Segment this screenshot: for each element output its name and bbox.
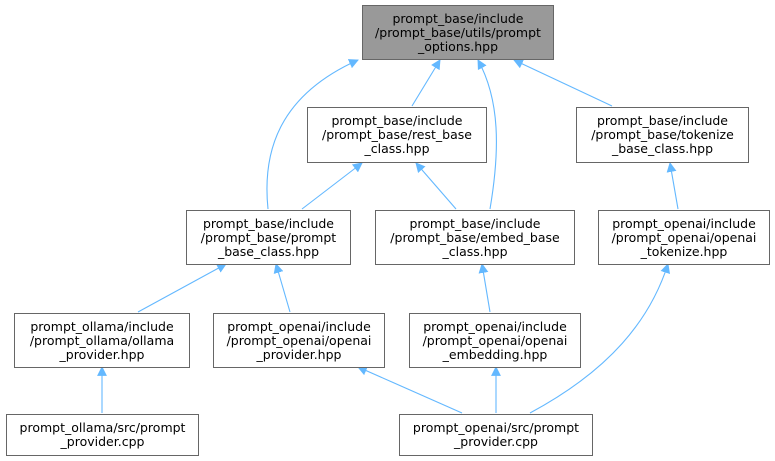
node-openai-embedding-line-1: prompt_openai/include xyxy=(423,318,567,334)
edge-openai-provider-cpp-to-openai-provider-hpp xyxy=(357,366,463,414)
edge-prompt-base-to-options xyxy=(266,59,359,210)
node-rest-base-class[interactable]: prompt_base/include /prompt_base/rest_ba… xyxy=(307,107,487,163)
node-prompt-options-line-2: /prompt_base/utils/prompt xyxy=(375,24,541,40)
node-openai-embedding-line-2: /prompt_openai/openai xyxy=(422,332,568,348)
edge-openai-embedding-to-embed-base xyxy=(478,263,491,313)
node-openai-provider-cpp[interactable]: prompt_openai/src/prompt _provider.cpp xyxy=(399,414,593,456)
node-prompt-options-line-1: prompt_base/include xyxy=(392,10,524,26)
node-rest-base-class-line-2: /prompt_base/rest_base xyxy=(322,127,472,142)
node-ollama-provider-hpp-line-2: /prompt_ollama/ollama xyxy=(29,332,175,348)
node-prompt-base-class-line-2: /prompt_base/prompt xyxy=(200,229,337,245)
node-ollama-provider-hpp-line-3: _provider.hpp xyxy=(59,346,145,362)
edge-openai-tokenize-to-tokenize-base xyxy=(666,162,679,210)
node-openai-provider-hpp-line-1: prompt_openai/include xyxy=(227,318,371,334)
node-embed-base-class-line-2: /prompt_base/embed_base xyxy=(390,229,560,245)
node-tokenize-base-class-line-3: _base_class.hpp xyxy=(611,141,714,156)
node-openai-provider-cpp-line-2: _provider.cpp xyxy=(454,434,538,449)
node-openai-embedding-line-3: _embedding.hpp xyxy=(442,346,548,362)
node-ollama-provider-cpp[interactable]: prompt_ollama/src/prompt _provider.cpp xyxy=(6,414,199,456)
node-rest-base-class-line-1: prompt_base/include xyxy=(331,113,463,128)
node-tokenize-base-class-line-1: prompt_base/include xyxy=(596,113,728,128)
node-prompt-base-class[interactable]: prompt_base/include /prompt_base/prompt … xyxy=(186,210,351,265)
node-prompt-base-class-line-1: prompt_base/include xyxy=(202,215,334,231)
node-rest-base-class-line-3: _class.hpp xyxy=(364,141,430,156)
node-prompt-base-class-line-3: _base_class.hpp xyxy=(217,243,320,259)
edge-openai-provider-cpp-to-openai-tokenize xyxy=(529,263,670,414)
node-tokenize-base-class-line-2: /prompt_base/tokenize xyxy=(591,127,734,142)
node-openai-tokenize-line-2: /prompt_openai/openai xyxy=(611,229,757,245)
node-openai-tokenize[interactable]: prompt_openai/include /prompt_openai/ope… xyxy=(598,210,770,265)
edge-tokenize-base-to-options xyxy=(513,59,613,107)
node-embed-base-class-line-3: _class.hpp xyxy=(442,243,508,259)
node-openai-embedding[interactable]: prompt_openai/include /prompt_openai/ope… xyxy=(409,313,581,368)
node-openai-provider-hpp-line-3: _provider.hpp xyxy=(256,346,342,362)
node-openai-provider-hpp[interactable]: prompt_openai/include /prompt_openai/ope… xyxy=(213,313,385,368)
edge-embed-base-to-options xyxy=(477,59,497,210)
node-embed-base-class-line-1: prompt_base/include xyxy=(409,215,541,231)
node-embed-base-class[interactable]: prompt_base/include /prompt_base/embed_b… xyxy=(375,210,575,265)
node-ollama-provider-hpp-line-1: prompt_ollama/include xyxy=(30,318,174,334)
edge-openai-provider-hpp-to-prompt-base xyxy=(273,263,291,313)
node-tokenize-base-class[interactable]: prompt_base/include /prompt_base/tokeniz… xyxy=(576,107,749,163)
edge-ollama-provider-hpp-to-prompt-base xyxy=(137,263,227,313)
node-ollama-provider-cpp-line-2: _provider.cpp xyxy=(60,434,145,449)
node-openai-tokenize-line-1: prompt_openai/include xyxy=(612,215,756,231)
node-ollama-provider-hpp[interactable]: prompt_ollama/include /prompt_ollama/oll… xyxy=(14,313,190,368)
edge-prompt-base-to-rest-base xyxy=(301,162,363,210)
node-ollama-provider-cpp-line-1: prompt_ollama/src/prompt xyxy=(19,420,186,435)
edge-embed-base-to-rest-base xyxy=(415,162,457,210)
node-openai-provider-hpp-line-2: /prompt_openai/openai xyxy=(226,332,372,348)
edge-rest-base-to-options xyxy=(411,59,441,107)
node-openai-provider-cpp-line-1: prompt_openai/src/prompt xyxy=(412,420,580,435)
node-prompt-options: prompt_base/include /prompt_base/utils/p… xyxy=(362,5,554,60)
node-openai-tokenize-line-3: _tokenize.hpp xyxy=(640,243,728,259)
node-prompt-options-line-3: _options.hpp xyxy=(417,38,499,54)
